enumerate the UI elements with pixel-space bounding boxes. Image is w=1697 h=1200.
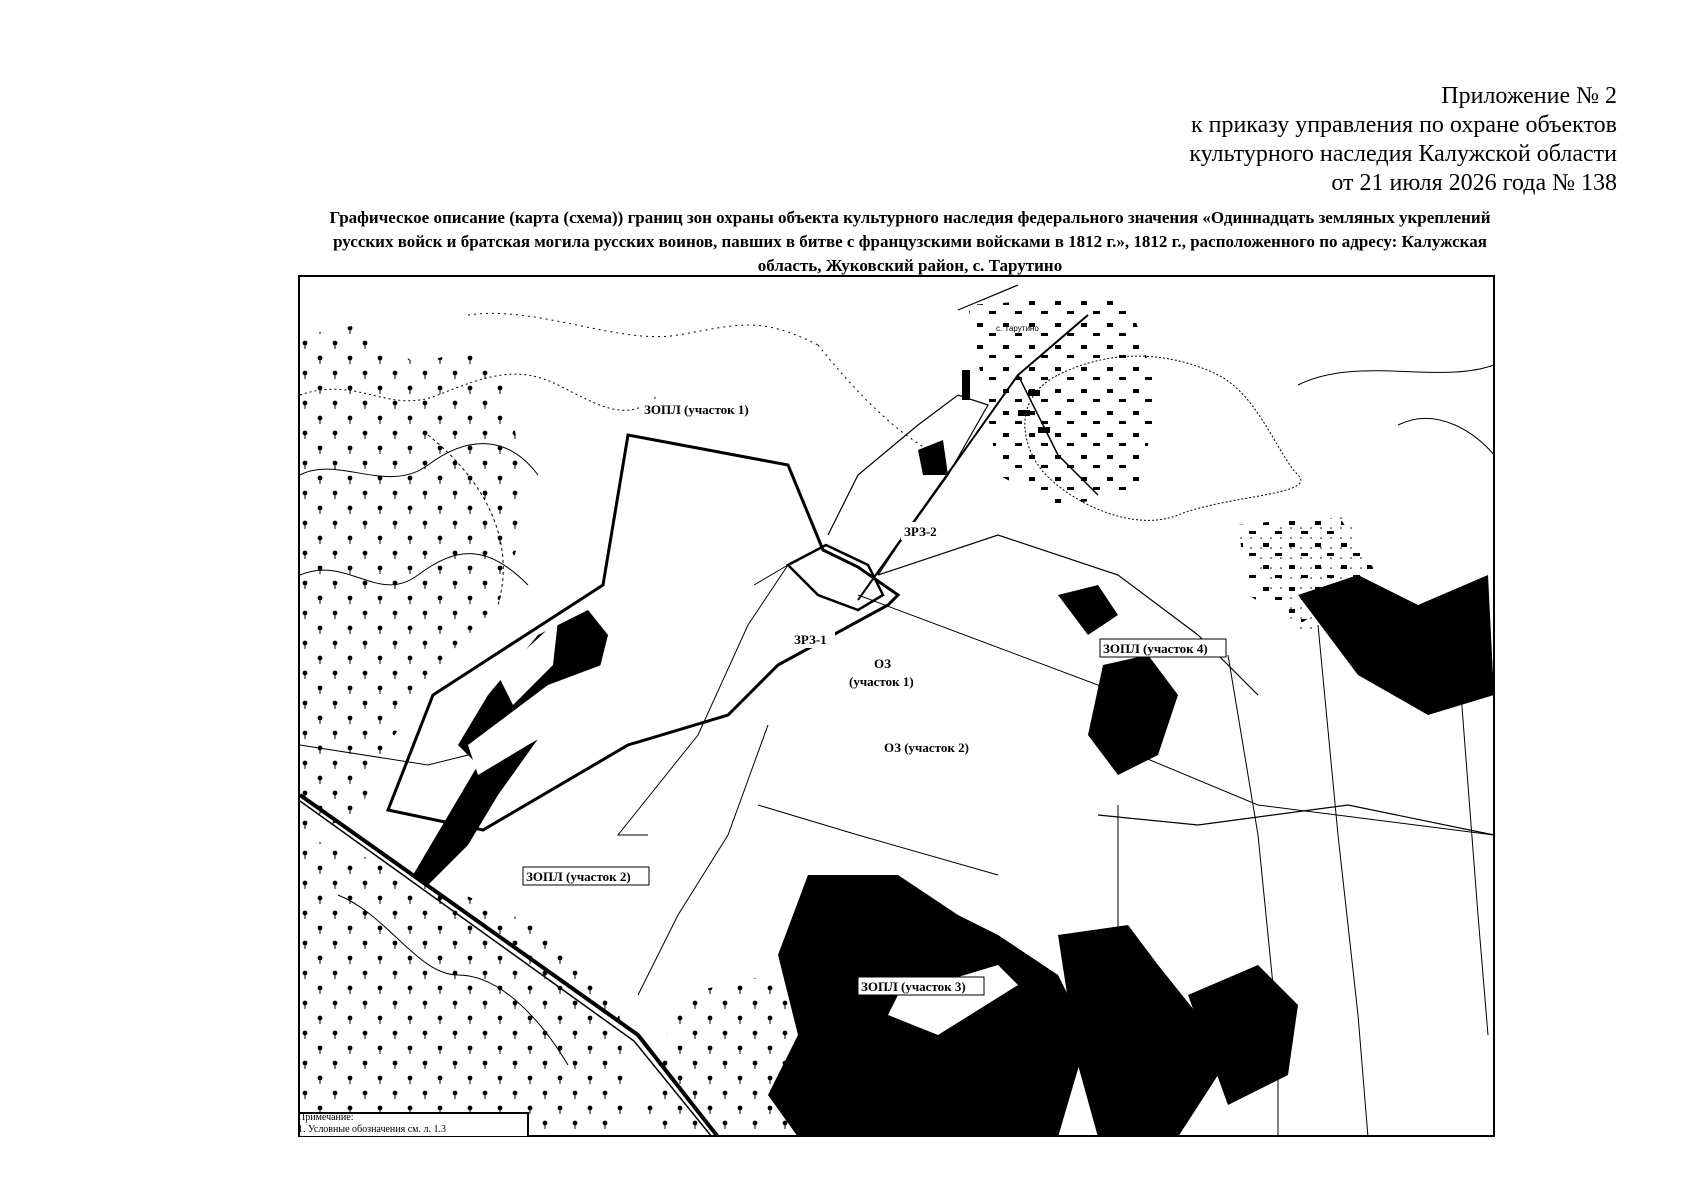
label-zopl-3: ЗОПЛ (участок 3) [861, 979, 966, 994]
title-line-1: Графическое описание (карта (схема)) гра… [329, 208, 1491, 227]
oz1-boundary [616, 564, 789, 836]
map-note: Примечание: 1. Условные обозначения см. … [298, 1112, 446, 1136]
oz2-boundary [857, 594, 1495, 836]
dense-forest [413, 440, 1494, 1137]
label-zrz-1: ЗРЗ-1 [794, 632, 827, 647]
title-line-3: область, Жуковский район, с. Тарутино [757, 256, 1063, 275]
zrz1-boundary [785, 543, 885, 612]
label-zopl-2: ЗОПЛ (участок 2) [526, 869, 631, 884]
contour-lines [299, 312, 1495, 1066]
appendix-header: Приложение № 2 к приказу управления по о… [1189, 82, 1617, 198]
zone-boundaries [299, 394, 1495, 1137]
note-heading: Примечание: [298, 1112, 354, 1123]
document-title: Графическое описание (карта (схема)) гра… [195, 206, 1625, 278]
label-zrz-2: ЗРЗ-2 [904, 524, 937, 539]
label-oz-1-part: (участок 1) [849, 674, 914, 689]
title-line-2: русских войск и братская могила русских … [333, 232, 1487, 251]
label-zopl-1: ЗОПЛ (участок 1) [644, 402, 749, 417]
zopl2-boundary [385, 433, 901, 832]
zone-labels: ЗОПЛ (участок 1) ЗОПЛ (участок 2) ЗОПЛ (… [522, 324, 1227, 996]
note-item: 1. Условные обозначения см. л. 1.3 [298, 1124, 446, 1135]
appendix-authority: культурного наследия Калужской области [1189, 141, 1617, 167]
appendix-number: Приложение № 2 [1441, 83, 1617, 109]
village-buildings [962, 295, 1378, 625]
appendix-order-line: к приказу управления по охране объектов [1190, 112, 1617, 138]
label-zopl-4: ЗОПЛ (участок 4) [1103, 641, 1208, 656]
label-oz-2: ОЗ (участок 2) [884, 740, 969, 755]
zone-map: ЗОПЛ (участок 1) ЗОПЛ (участок 2) ЗОПЛ (… [298, 275, 1495, 1137]
label-oz-1-name: ОЗ [874, 656, 891, 671]
label-village: с. Тарутино [996, 324, 1039, 333]
appendix-date: от 21 июля 2026 года № 138 [1331, 170, 1617, 196]
